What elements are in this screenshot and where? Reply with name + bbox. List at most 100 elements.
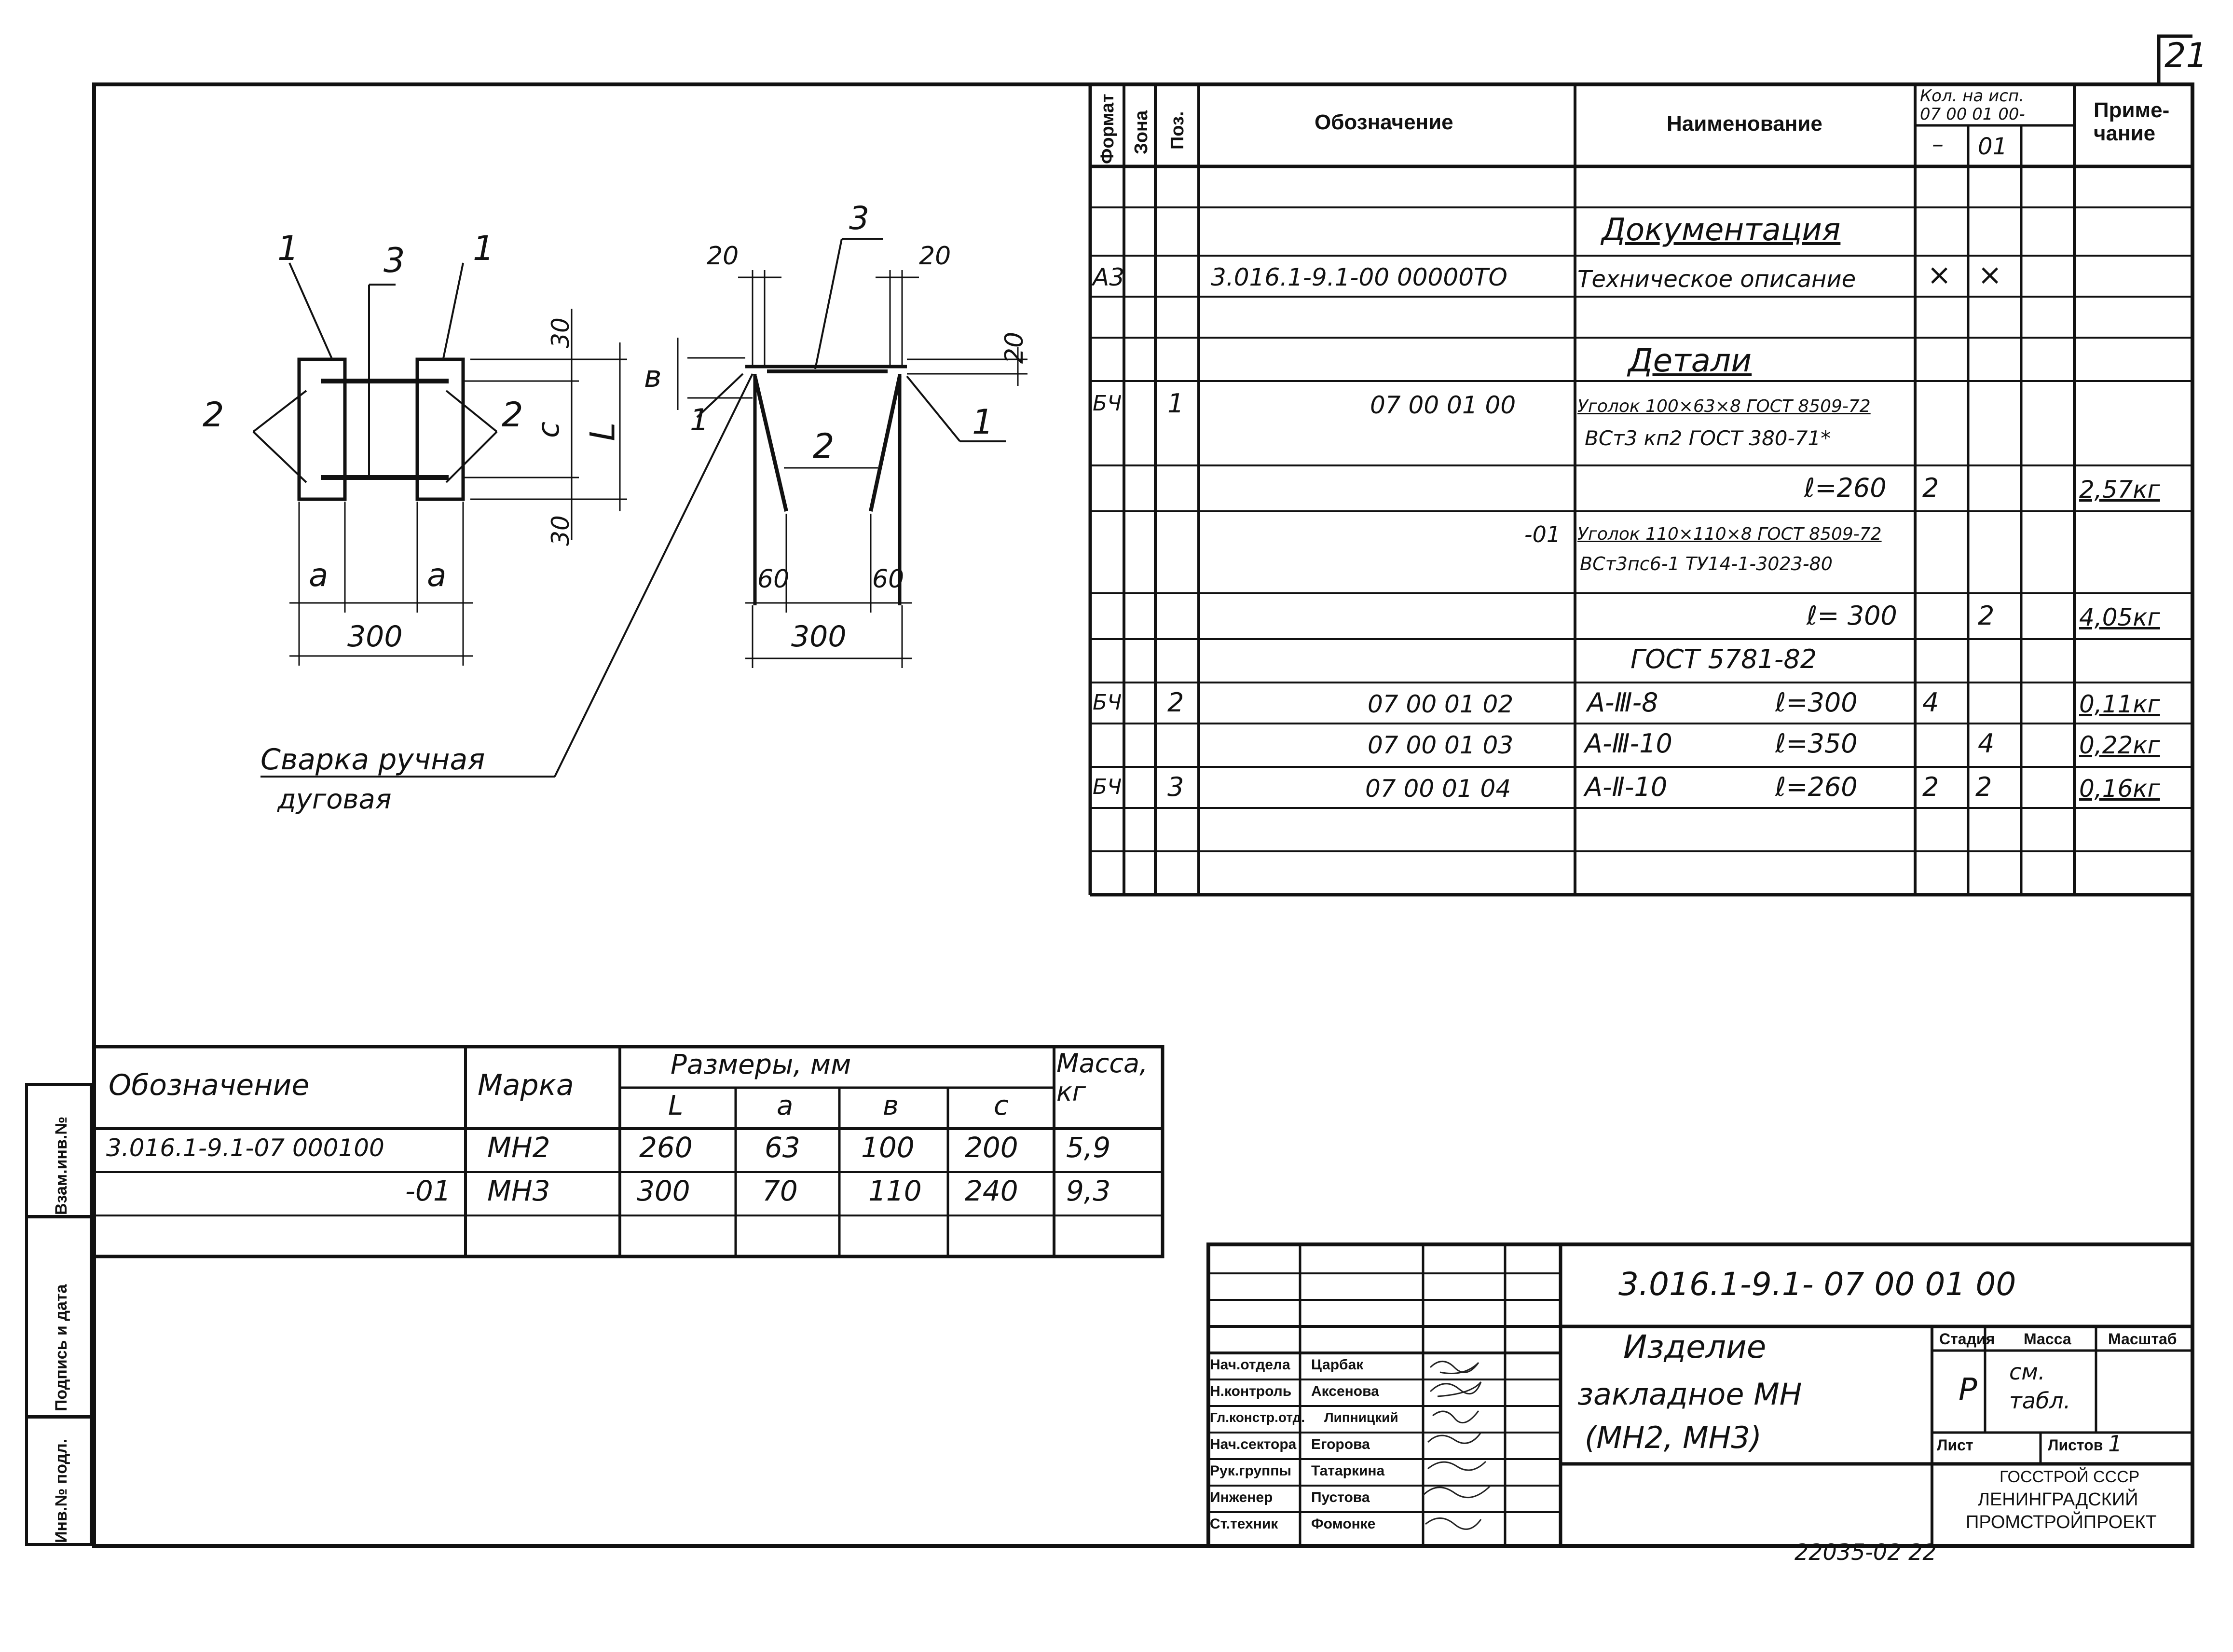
row8-q1: 2 (1922, 772, 1939, 802)
staff-role-0: Нач.отдела (1210, 1357, 1290, 1373)
lv-dim-c: с (531, 421, 566, 438)
doc-designation: 3.016.1-9.1-00 00000ТО (1211, 263, 1507, 291)
staff-name-4: Татаркина (1311, 1463, 1385, 1479)
st-row2-designation: -01 (405, 1174, 451, 1207)
lv-label-1a: 1 (277, 229, 299, 268)
page-number: 21 (2165, 36, 2208, 75)
rv-label-1a: 1 (690, 402, 709, 437)
tb-org-l1: ГОССТРОЙ СССР (2000, 1468, 2140, 1486)
lv-label-2a: 2 (203, 395, 224, 435)
tb-scale-label: Масштаб (2108, 1330, 2177, 1348)
tb-sheet-label: Лист (1937, 1436, 1973, 1454)
tb-sheets-value: 1 (2108, 1431, 2123, 1457)
st-row1-a: 63 (765, 1131, 800, 1164)
rv-dim-60b: 60 (872, 565, 904, 594)
st-row2-mark: МН3 (487, 1174, 550, 1207)
st-row2-b: 110 (868, 1174, 922, 1207)
rv-dim-2: 2 (813, 426, 835, 466)
tb-org-l2: ЛЕНИНГРАДСКИЙ (1978, 1489, 2138, 1510)
staff-name-6: Фомонке (1311, 1516, 1376, 1532)
weld-note-1: Сварка ручная (260, 743, 485, 777)
row8-name1: А-Ⅱ-10 (1585, 772, 1668, 802)
left-view-drawing (252, 262, 627, 666)
row2-note: 2,57кг (2079, 476, 2160, 504)
st-header-L: L (668, 1090, 684, 1121)
side-stamp-text-2: Подпись и дата (52, 1284, 70, 1411)
row7-length: ℓ=350 (1775, 728, 1858, 759)
header-qty-col1: – (1932, 131, 1944, 158)
row7-note: 0,22кг (2079, 731, 2160, 759)
st-header-a: а (777, 1090, 794, 1121)
staff-role-1: Н.контроль (1210, 1383, 1292, 1399)
row7-name1: А-Ⅲ-10 (1585, 728, 1672, 759)
st-header-mass: Масса, кг (1056, 1048, 1148, 1107)
staff-name-0: Царбак (1311, 1357, 1364, 1373)
st-header-c: с (994, 1090, 1009, 1121)
row3-designation: -01 (1524, 521, 1561, 547)
st-row1-c: 200 (965, 1131, 1018, 1164)
doc-q1: × (1927, 258, 1952, 292)
st-row1-b: 100 (861, 1131, 915, 1164)
tb-sheets-label: Листов (2048, 1436, 2103, 1454)
header-name: Наименование (1667, 112, 1822, 136)
row1-format: БЧ (1093, 391, 1122, 416)
row8-length: ℓ=260 (1775, 772, 1858, 802)
row6-pos: 2 (1167, 687, 1184, 718)
row6-format: БЧ (1093, 690, 1122, 715)
row6-name1: А-Ⅲ-8 (1587, 687, 1658, 718)
side-stamp-box-3: Инв.№ подл. (25, 1416, 93, 1546)
lv-dim-30a: 30 (546, 317, 575, 348)
rv-dim-b: в (644, 359, 662, 394)
signatures (1422, 1361, 1492, 1530)
header-pos: Поз. (1167, 111, 1188, 150)
side-stamp-text-1: Взам.инв.№ (52, 1116, 70, 1215)
row1-designation: 07 00 01 00 (1370, 391, 1516, 419)
tb-mass-label: Масса (2024, 1330, 2071, 1348)
rv-dim-20c: 20 (1000, 331, 1029, 364)
tb-code: 3.016.1-9.1- 07 00 01 00 (1618, 1266, 2016, 1303)
staff-name-3: Егорова (1311, 1436, 1370, 1452)
header-zone: Зона (1131, 110, 1151, 154)
rv-dim-20a: 20 (707, 242, 739, 271)
st-row2-L: 300 (637, 1174, 690, 1207)
row5-name: ГОСТ 5781-82 (1630, 644, 1817, 674)
row8-pos: 3 (1167, 772, 1184, 802)
st-row1-mark: МН2 (487, 1131, 550, 1164)
staff-name-5: Пустова (1311, 1489, 1370, 1505)
staff-role-2: Гл.констр.отд. (1210, 1410, 1305, 1425)
row8-q2: 2 (1975, 772, 1992, 802)
st-row2-mass: 9,3 (1066, 1174, 1111, 1207)
tb-title-l2: закладное МН (1577, 1377, 1802, 1412)
side-stamp-box-2: Подпись и дата (25, 1215, 93, 1418)
doc-name: Техническое описание (1577, 266, 1856, 293)
lv-label-1b: 1 (473, 229, 494, 268)
row2-q1: 2 (1922, 473, 1939, 503)
tb-stage-label: Стадия (1939, 1330, 1995, 1348)
tb-org-l3: ПРОМСТРОЙПРОЕКТ (1966, 1512, 2157, 1532)
header-format: Формат (1097, 94, 1118, 164)
row6-length: ℓ=300 (1775, 687, 1858, 718)
side-stamp-box-1: Взам.инв.№ (25, 1083, 93, 1218)
row4-length: ℓ= 300 (1807, 601, 1897, 631)
row1-name2: ВСт3 кп2 ГОСТ 380-71* (1585, 426, 1831, 450)
row1-name1: Уголок 100×63×8 ГОСТ 8509-72 (1577, 396, 1871, 416)
row4-note: 4,05кг (2079, 603, 2160, 631)
doc-q2: × (1978, 258, 2002, 292)
tb-mass-value: см. табл. (2009, 1359, 2071, 1414)
rv-label-3: 3 (849, 200, 869, 237)
header-qty-code: 07 00 01 00- (1920, 105, 2025, 124)
staff-name-1: Аксенова (1311, 1383, 1379, 1399)
rv-dim-300: 300 (791, 620, 847, 654)
header-note: Приме- чание (2094, 98, 2170, 146)
right-view-drawing (260, 238, 1027, 778)
footer-code: 22035-02 22 (1795, 1539, 1937, 1565)
tb-title-l1: Изделие (1623, 1328, 1767, 1365)
st-row1-L: 260 (639, 1131, 693, 1164)
row8-format: БЧ (1093, 775, 1122, 799)
staff-role-4: Рук.группы (1210, 1463, 1292, 1479)
row2-length: ℓ=260 (1804, 473, 1887, 503)
row7-q2: 4 (1978, 728, 1995, 759)
row8-designation: 07 00 01 04 (1365, 775, 1511, 803)
